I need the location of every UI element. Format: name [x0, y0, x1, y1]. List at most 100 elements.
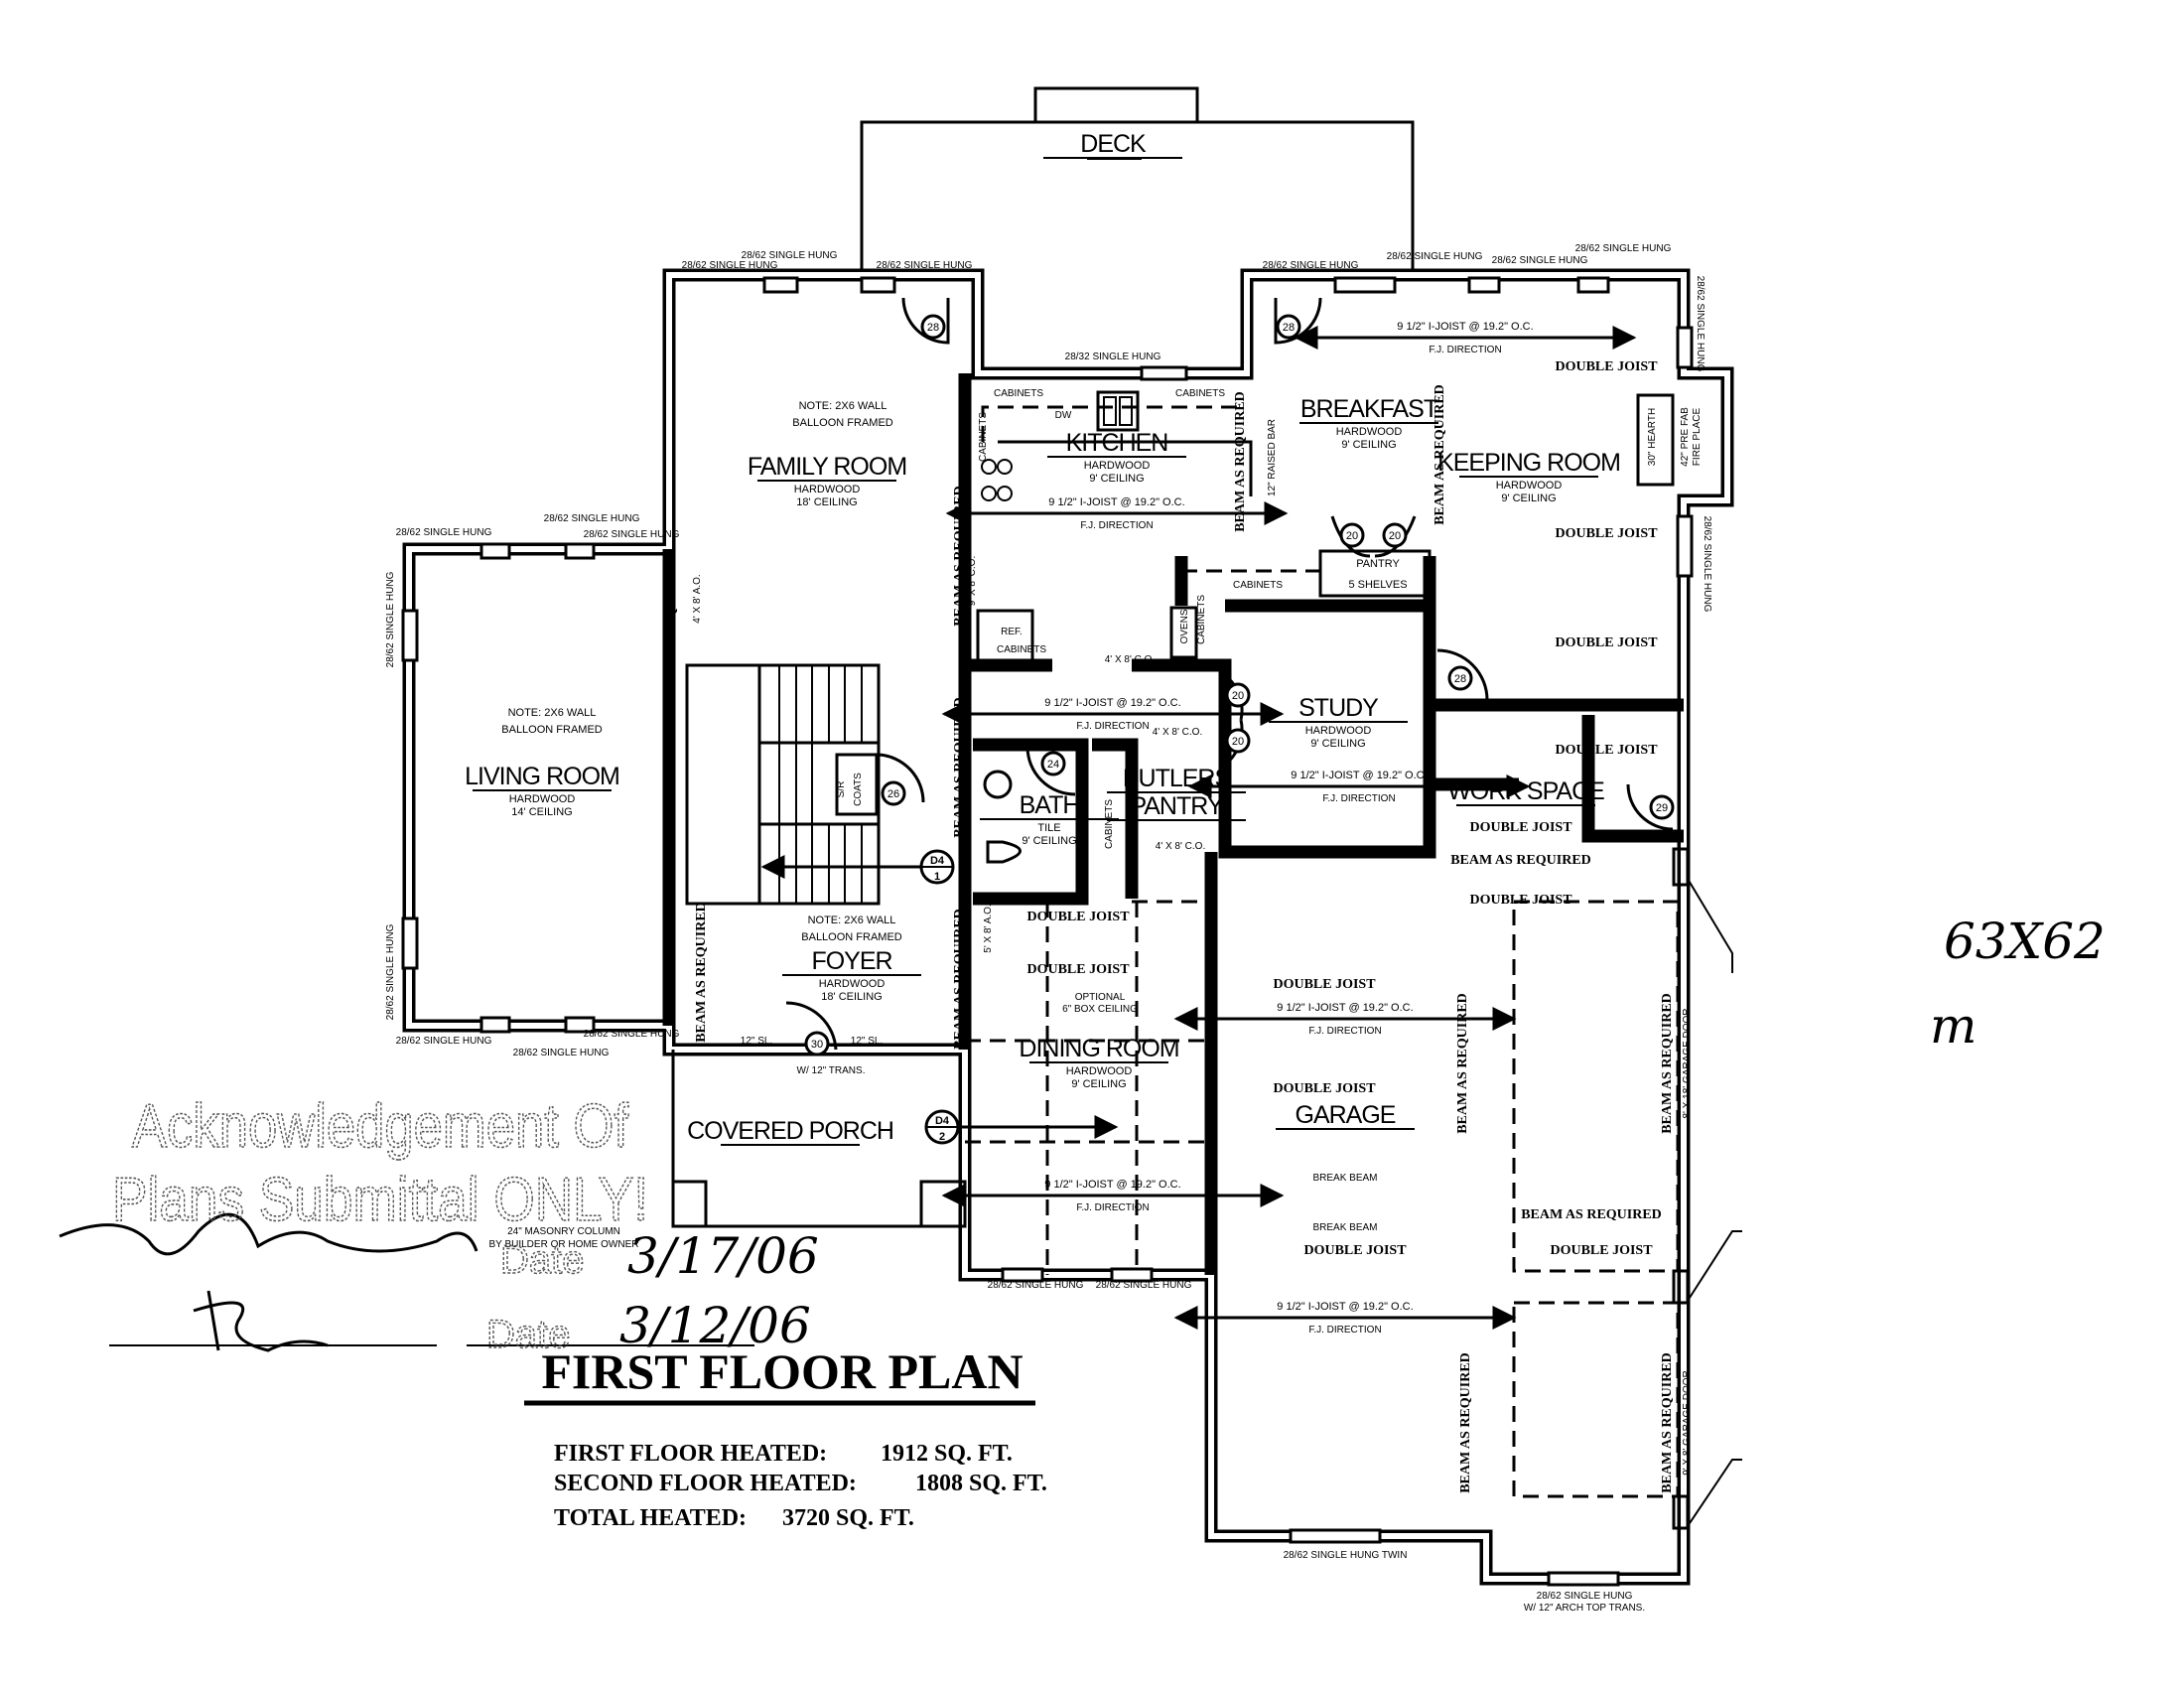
room-name: STUDY: [1298, 694, 1379, 722]
deck-outline: [860, 86, 1415, 288]
window-label: 28/62 SINGLE HUNG: [1387, 251, 1483, 262]
door-number: 28: [1454, 673, 1466, 685]
double-joist-label: DOUBLE JOIST: [1273, 1081, 1376, 1096]
double-joist-label: DOUBLE JOIST: [1469, 893, 1572, 908]
room-finish: HARDWOOD: [1496, 480, 1563, 492]
fireplace-label: FIRE PLACE: [1692, 408, 1703, 467]
door-number-tag: 26: [881, 780, 906, 806]
room-name: KITCHEN: [1066, 429, 1168, 457]
dishwasher-label: DW: [1055, 410, 1072, 421]
room-name: LIVING ROOM: [465, 763, 619, 790]
section-ref: D4: [930, 855, 945, 867]
transom-label: W/ 12" TRANS.: [797, 1065, 866, 1076]
room-finish: HARDWOOD: [794, 484, 861, 495]
door-number-tag: 24: [1040, 751, 1066, 776]
room-name: WORK SPACE: [1447, 777, 1604, 805]
room-name: DECK: [1080, 130, 1147, 158]
cabinets-label: CABINETS: [978, 412, 989, 462]
joist-spec-label: 9 1/2" I-JOIST @ 19.2" O.C.: [1277, 1002, 1413, 1014]
door-number: 20: [1389, 530, 1401, 542]
area-label: SECOND FLOOR HEATED:: [554, 1471, 857, 1496]
joist-spec-label: 9 1/2" I-JOIST @ 19.2" O.C.: [1291, 770, 1427, 781]
cabinets-label: CABINETS: [1233, 580, 1283, 591]
joist-spec-label: 9 1/2" I-JOIST @ 19.2" O.C.: [1048, 496, 1184, 508]
window-label: 28/62 SINGLE HUNG: [1492, 255, 1588, 266]
window-label: 28/62 SINGLE HUNG: [988, 1280, 1084, 1291]
window-label: 28/62 SINGLE HUNG: [682, 260, 778, 271]
room-finish: TILE: [1037, 822, 1060, 834]
masonry-column-note: BY BUILDER OR HOME OWNER: [489, 1239, 639, 1250]
door-number: 30: [811, 1039, 823, 1051]
balloon-frame-note: NOTE: 2X6 WALL: [508, 707, 597, 719]
door-tag-circle: [1225, 728, 1251, 754]
room-ceiling: 18' CEILING: [821, 991, 882, 1003]
beam-label: BEAM AS REQUIRED: [1455, 993, 1470, 1134]
room-ceiling: 9' CEILING: [1501, 493, 1556, 504]
room-name: COVERED PORCH: [687, 1117, 893, 1145]
room-ceiling: 9' CEILING: [1022, 835, 1076, 847]
room-name: PANTRY: [1356, 558, 1400, 570]
door-number-tag: 20: [1225, 728, 1251, 754]
window-label: 28/62 SINGLE HUNG: [513, 1048, 610, 1058]
door-number: 20: [1346, 530, 1358, 542]
cabinets-label: CABINETS: [1175, 388, 1225, 399]
joist-direction-label: F.J. DIRECTION: [1076, 721, 1149, 732]
pantry-shelves: 5 SHELVES: [1348, 579, 1407, 591]
room-ceiling: 14' CEILING: [511, 806, 572, 818]
door-number: 29: [1656, 802, 1668, 814]
door-number-tag: 29: [1649, 794, 1675, 820]
beam-label: BEAM AS REQUIRED: [1660, 993, 1675, 1134]
door-tag-circle: [1276, 314, 1301, 340]
window-label: 28/62 SINGLE HUNG: [1263, 260, 1359, 271]
window-label: 28/62 SINGLE HUNG: [396, 1036, 492, 1047]
handwritten-dimensions: 63X62: [1944, 913, 2106, 970]
beam-label: BEAM AS REQUIRED: [1233, 391, 1248, 532]
joist-direction-label: F.J. DIRECTION: [1429, 345, 1501, 355]
opening-note: 4' X 8' A.O.: [692, 574, 703, 623]
shelf-rod-label: S/R: [836, 781, 847, 798]
beam-label: BEAM AS REQUIRED: [952, 909, 967, 1050]
beam-label: BEAM AS REQUIRED: [952, 486, 967, 627]
cabinets-label: CABINETS: [1196, 595, 1207, 644]
section-marker: D42: [924, 1109, 1119, 1145]
window-label: W/ 12" ARCH TOP TRANS.: [1524, 1603, 1645, 1614]
door-tag-circle: [1339, 522, 1365, 548]
beam-label: BEAM AS REQUIRED: [1458, 1352, 1473, 1493]
room-name: KEEPING ROOM: [1437, 449, 1620, 477]
area-value: 1912 SQ. FT.: [881, 1441, 1013, 1467]
double-joist-label: DOUBLE JOIST: [1555, 635, 1658, 650]
beam-label: BEAM AS REQUIRED: [1660, 1352, 1675, 1493]
cabinets-label: CABINETS: [997, 644, 1046, 655]
section-marker: D41: [760, 849, 955, 885]
room-name: BREAKFAST: [1300, 395, 1438, 423]
beam-label: BEAM AS REQUIRED: [952, 697, 967, 838]
stamp-date-label: Date: [486, 1313, 571, 1356]
opening-note: 4' X 8' C.O.: [1156, 841, 1206, 852]
handwritten-date: 3/12/06: [619, 1297, 811, 1354]
balloon-frame-note: NOTE: 2X6 WALL: [799, 400, 887, 412]
section-sheet: 2: [939, 1131, 945, 1143]
area-label: FIRST FLOOR HEATED:: [554, 1441, 827, 1467]
room-finish: HARDWOOD: [819, 978, 886, 990]
door-tag-circle: [881, 780, 906, 806]
opening-note: 4' X 8' A.O.: [664, 933, 675, 982]
room-ceiling: 9' CEILING: [1089, 473, 1144, 485]
double-joist-label: DOUBLE JOIST: [1026, 910, 1130, 924]
beam-label: BEAM AS REQUIRED: [1450, 853, 1591, 868]
room-name: FAMILY ROOM: [748, 453, 906, 481]
room-ceiling: 9' CEILING: [1341, 439, 1396, 451]
door-number-tag: 28: [1447, 665, 1473, 691]
room-finish: HARDWOOD: [1066, 1065, 1133, 1077]
door-tag-circle: [1225, 682, 1251, 708]
room-name: GARAGE: [1296, 1101, 1396, 1129]
area-value: 3720 SQ. FT.: [782, 1505, 914, 1531]
room-name: DINING ROOM: [1019, 1035, 1178, 1062]
door-tag-circle: [1382, 522, 1408, 548]
door-swings: [785, 297, 1674, 1051]
window-label: 28/62 SINGLE HUNG: [1096, 1280, 1192, 1291]
room-name: BUTLERS: [1123, 765, 1231, 792]
drawing-title: FIRST FLOOR PLAN: [541, 1343, 1023, 1399]
window-label: 28/62 SINGLE HUNG: [385, 571, 396, 667]
opening-note: 4' X 8' C.O.: [1105, 654, 1156, 665]
window-label: 28/62 SINGLE HUNG: [1702, 516, 1712, 613]
